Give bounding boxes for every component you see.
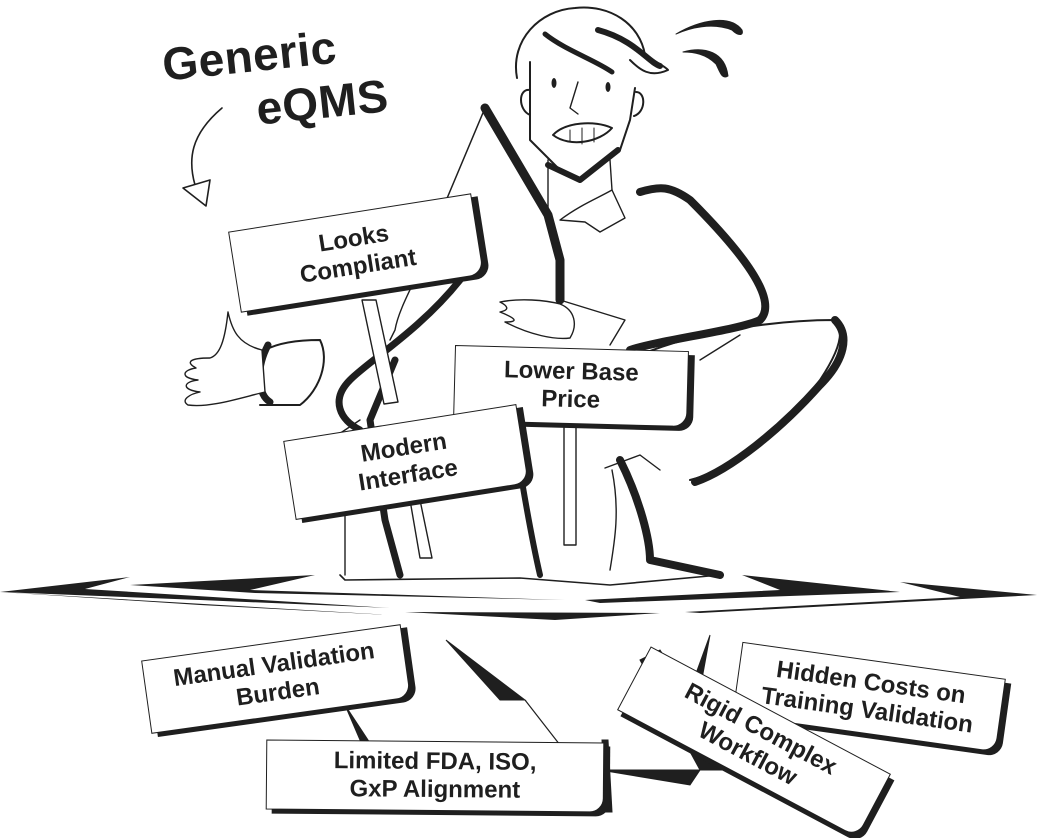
sign-text-line-1: Lower Base xyxy=(503,356,640,387)
sign-text-line-2: Price xyxy=(540,385,601,414)
face xyxy=(529,61,636,179)
hair xyxy=(514,6,669,79)
sign-post xyxy=(361,299,399,405)
sign-text-line-1: Limited FDA, ISO, xyxy=(333,747,537,776)
sign-post xyxy=(409,499,433,559)
sweat-drop-icon xyxy=(682,49,729,78)
sign-text-line-2: GxP Alignment xyxy=(349,775,521,804)
sign-limited-fda-iso-gxp: Limited FDA, ISO, GxP Alignment xyxy=(265,739,605,813)
right-hand xyxy=(499,299,576,340)
curved-arrow-icon xyxy=(190,107,223,186)
ground-crack xyxy=(0,575,1037,620)
sign-post xyxy=(563,424,577,546)
sweat-drop-icon xyxy=(675,19,743,35)
title-line-2: eQMS xyxy=(253,69,391,135)
left-hand xyxy=(184,311,266,407)
